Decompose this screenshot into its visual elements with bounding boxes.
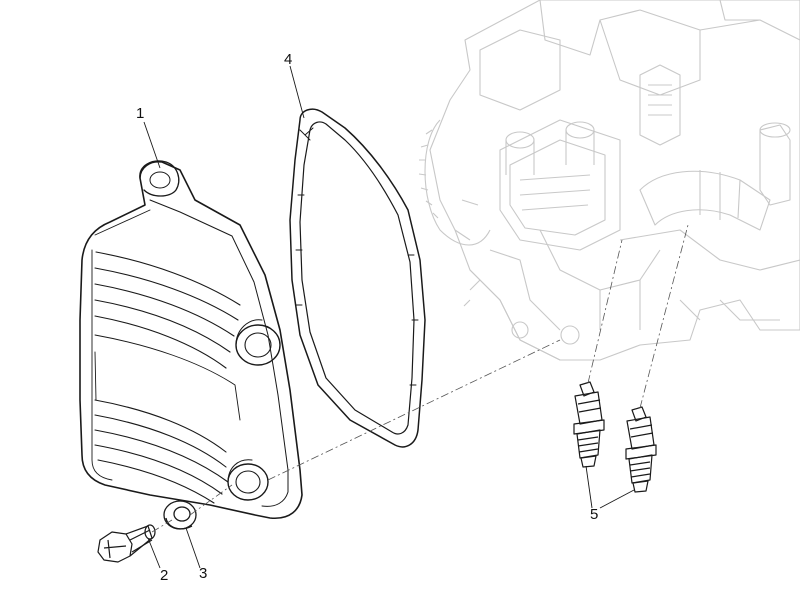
leader-4 (289, 65, 305, 119)
callout-3: 3 (199, 565, 208, 582)
callout-1: 1 (136, 105, 145, 122)
callout-5: 5 (590, 506, 599, 523)
callout-4: 4 (284, 51, 293, 68)
part-3-washer (163, 500, 197, 530)
leader-5a (585, 465, 593, 509)
leader-3 (185, 527, 201, 569)
part-5-spark-plug-left (573, 381, 605, 468)
leader-2 (147, 537, 161, 569)
leader-1 (143, 121, 161, 169)
part-2-bolt (97, 524, 156, 563)
leader-lines (143, 65, 635, 569)
part-4-gasket (289, 108, 426, 448)
part-5-spark-plug-right (625, 406, 657, 493)
assembly-lines (151, 224, 689, 533)
part-1-valve-cover (79, 160, 303, 520)
callout-2: 2 (160, 567, 169, 584)
engine-block-ghost (418, 0, 800, 361)
leader-5b (599, 489, 635, 509)
